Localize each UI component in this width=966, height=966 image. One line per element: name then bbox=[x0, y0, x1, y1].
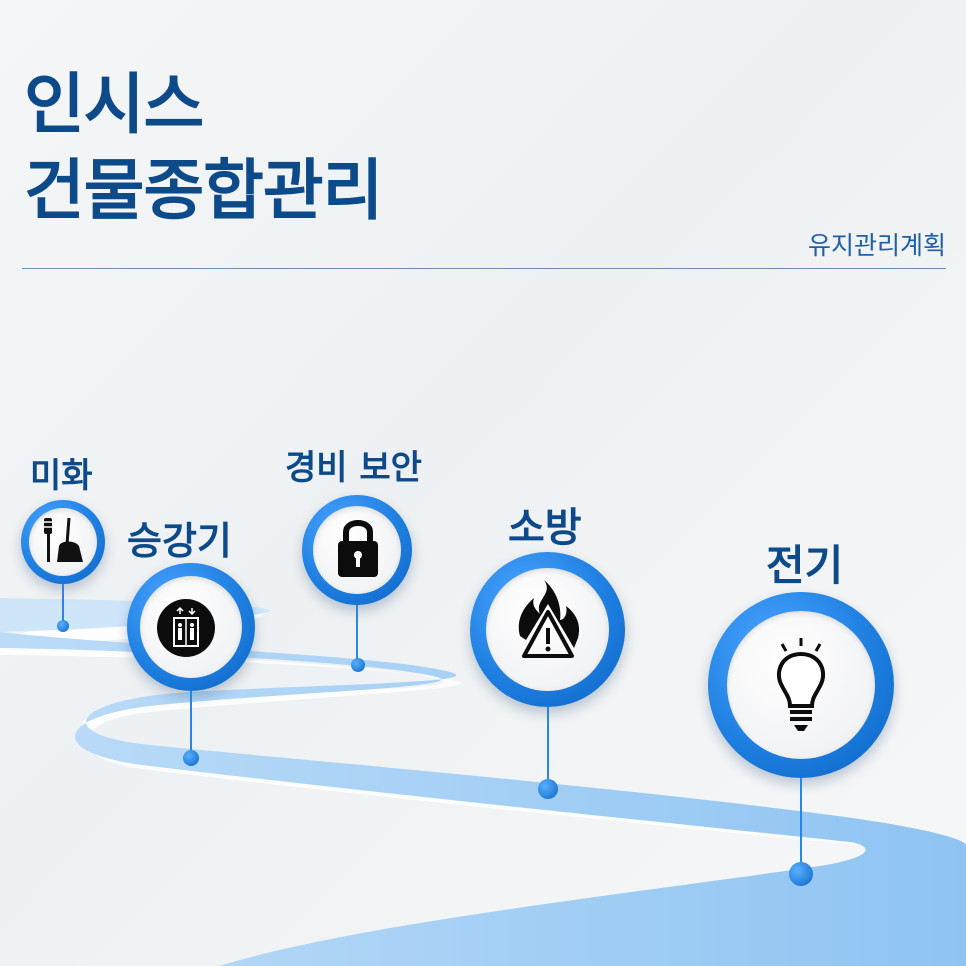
step-dot-cleaning bbox=[57, 620, 69, 632]
step-label-fire: 소방 bbox=[508, 505, 582, 551]
padlock-icon bbox=[338, 520, 378, 577]
page-subtitle: 유지관리계획 bbox=[807, 231, 946, 260]
step-stem-cleaning bbox=[62, 584, 64, 624]
step-stem-security bbox=[356, 605, 358, 660]
step-label-elevator: 승강기 bbox=[127, 519, 232, 563]
step-label-cleaning: 미화 bbox=[30, 456, 93, 496]
light-bulb-icon bbox=[776, 638, 826, 731]
step-dot-fire bbox=[538, 779, 558, 799]
page-title: 인시스 건물종합관리 bbox=[24, 62, 383, 234]
cleaning-tools-icon bbox=[43, 517, 83, 562]
title-line-1: 인시스 bbox=[24, 66, 204, 143]
step-dot-electric bbox=[789, 862, 813, 886]
step-stem-elevator bbox=[190, 691, 192, 753]
step-dot-elevator bbox=[183, 750, 199, 766]
divider bbox=[22, 268, 946, 269]
elevator-icon bbox=[157, 599, 215, 657]
step-stem-fire bbox=[547, 707, 549, 782]
step-stem-electric bbox=[800, 778, 802, 866]
step-label-electric: 전기 bbox=[766, 541, 844, 590]
step-marker-cleaning-face bbox=[29, 508, 97, 576]
step-label-security: 경비 보안 bbox=[285, 448, 422, 488]
title-line-2: 건물종합관리 bbox=[24, 152, 383, 229]
fire-warning-icon bbox=[518, 580, 580, 658]
step-dot-security bbox=[351, 658, 365, 672]
